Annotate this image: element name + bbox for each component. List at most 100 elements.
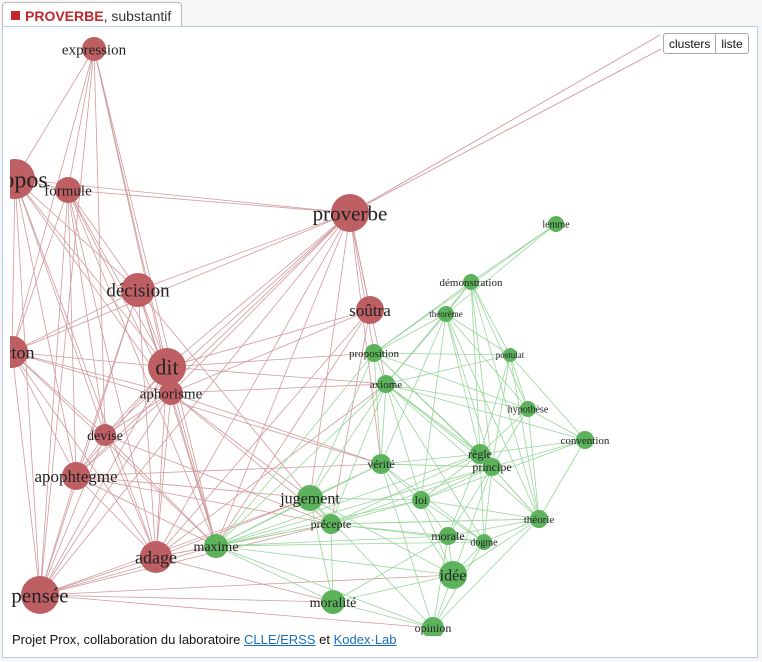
- node-circle-moralite[interactable]: [321, 590, 345, 614]
- node-circle-verite[interactable]: [371, 454, 391, 474]
- node-circle-idee[interactable]: [439, 561, 467, 589]
- node-label-proposition: proposition: [349, 348, 400, 360]
- edge-formule-pensee: [39, 189, 69, 596]
- node-label-axiome: axiome: [370, 379, 402, 391]
- node-circle-decision[interactable]: [121, 273, 155, 307]
- node-circle-adage[interactable]: [140, 541, 172, 573]
- edge-jugement-maxime: [215, 497, 311, 547]
- node-idee[interactable]: idée: [439, 561, 467, 589]
- node-circle-theorie[interactable]: [530, 510, 548, 528]
- node-theorie[interactable]: théorie: [524, 510, 555, 528]
- node-circle-lemme[interactable]: [548, 216, 564, 232]
- edge-demonstration-proposition: [373, 281, 472, 354]
- edge-propos-apophtegme: [14, 178, 77, 477]
- node-demonstration[interactable]: démonstration: [440, 274, 503, 290]
- node-loi[interactable]: loi: [412, 491, 430, 509]
- node-hypothese[interactable]: hypothèse: [508, 401, 549, 417]
- edge-formule-apophtegme: [67, 189, 77, 477]
- node-circle-soutra[interactable]: [356, 296, 384, 324]
- edge-expression-formule: [67, 48, 95, 191]
- node-circle-axiome[interactable]: [377, 375, 395, 393]
- node-circle-opinion[interactable]: [422, 617, 444, 636]
- edge-dicton-maxime: [11, 351, 217, 547]
- edge-maxime-idee: [215, 545, 454, 576]
- node-proverbe[interactable]: proverbe: [313, 194, 388, 232]
- node-pensee[interactable]: pensée: [11, 576, 69, 614]
- graph-canvas[interactable]: expression proposformule proverbe décision s…: [10, 27, 756, 636]
- node-theoreme[interactable]: théorème: [429, 306, 463, 322]
- node-expression[interactable]: expression: [62, 37, 127, 61]
- clle-erss-link[interactable]: CLLE/ERSS: [243, 632, 316, 647]
- node-circle-proposition[interactable]: [365, 344, 383, 362]
- node-decision[interactable]: décision: [106, 273, 170, 307]
- node-lemme[interactable]: lemme: [542, 216, 570, 232]
- node-circle-devise[interactable]: [94, 424, 116, 446]
- node-postulat[interactable]: postulat: [496, 348, 525, 362]
- node-circle-theoreme[interactable]: [438, 306, 454, 322]
- node-circle-pensee[interactable]: [21, 576, 59, 614]
- node-circle-convention[interactable]: [576, 431, 594, 449]
- node-morale[interactable]: morale: [431, 527, 465, 545]
- edge-postulat-axiome: [385, 354, 511, 385]
- edge-theoreme-postulat: [445, 313, 511, 356]
- node-circle-principe[interactable]: [483, 458, 501, 476]
- edge-adage-jugement: [155, 497, 311, 558]
- edge-proverbe-adage: [155, 212, 351, 558]
- node-jugement[interactable]: jugement: [279, 485, 340, 511]
- node-aphorisme[interactable]: aphorisme: [140, 381, 203, 405]
- node-verite[interactable]: vérité: [367, 454, 395, 474]
- node-proposition[interactable]: proposition: [349, 344, 400, 362]
- node-circle-dit[interactable]: [148, 348, 186, 386]
- node-circle-loi[interactable]: [412, 491, 430, 509]
- node-dicton[interactable]: dicton: [10, 336, 35, 368]
- node-moralite[interactable]: moralité: [310, 590, 357, 614]
- node-circle-proverbe[interactable]: [331, 194, 369, 232]
- node-devise[interactable]: devise: [87, 424, 123, 446]
- node-convention[interactable]: convention: [561, 431, 610, 449]
- node-circle-dogme[interactable]: [476, 534, 492, 550]
- node-circle-morale[interactable]: [439, 527, 457, 545]
- node-circle-hypothese[interactable]: [520, 401, 536, 417]
- node-circle-postulat[interactable]: [503, 348, 517, 362]
- node-circle-apophtegme[interactable]: [62, 462, 90, 490]
- word-tab[interactable]: PROVERBE , substantif: [2, 2, 183, 28]
- node-label-regle: règle: [468, 447, 492, 461]
- node-formule[interactable]: formule: [44, 177, 92, 203]
- node-principe[interactable]: principe: [472, 458, 512, 476]
- edge-loi-precepte: [330, 499, 422, 525]
- node-circle-regle[interactable]: [470, 444, 490, 464]
- clusters-button[interactable]: clusters: [663, 33, 717, 54]
- node-opinion[interactable]: opinion: [415, 617, 452, 636]
- node-dogme[interactable]: dogme: [470, 534, 498, 550]
- node-circle-jugement[interactable]: [297, 485, 323, 511]
- node-dit[interactable]: dit: [148, 348, 186, 386]
- node-precepte[interactable]: précepte: [311, 514, 352, 534]
- node-soutra[interactable]: soûtra: [349, 296, 391, 324]
- node-circle-aphorisme[interactable]: [159, 381, 183, 405]
- node-adage[interactable]: adage: [135, 541, 177, 573]
- credit-middle: et: [319, 632, 330, 647]
- edge-regle-maxime: [215, 453, 481, 547]
- node-circle-precepte[interactable]: [321, 514, 341, 534]
- node-apophtegme[interactable]: apophtegme: [34, 462, 118, 490]
- node-propos[interactable]: propos: [10, 159, 48, 199]
- node-circle-dicton[interactable]: [10, 336, 28, 368]
- edge-aphorisme-verite: [170, 392, 382, 465]
- list-button[interactable]: liste: [716, 33, 749, 54]
- node-regle[interactable]: règle: [468, 444, 492, 464]
- node-maxime[interactable]: maxime: [193, 534, 239, 558]
- edge-precepte-theorie: [330, 518, 540, 525]
- kodex-lab-link[interactable]: Kodex·Lab: [333, 632, 397, 647]
- node-circle-propos[interactable]: [10, 159, 35, 199]
- node-axiome[interactable]: axiome: [370, 375, 402, 393]
- node-circle-expression[interactable]: [82, 37, 106, 61]
- edge-dicton-apophtegme: [11, 351, 77, 477]
- synonym-graph[interactable]: expression proposformule proverbe décision s…: [10, 27, 756, 636]
- red-square-icon: [11, 11, 20, 20]
- node-circle-maxime[interactable]: [204, 534, 228, 558]
- edge-maxime-dogme: [215, 541, 485, 547]
- node-circle-demonstration[interactable]: [463, 274, 479, 290]
- edge-theoreme-theorie: [445, 313, 540, 520]
- node-circle-formule[interactable]: [55, 177, 81, 203]
- edge-precepte-maxime: [215, 523, 332, 547]
